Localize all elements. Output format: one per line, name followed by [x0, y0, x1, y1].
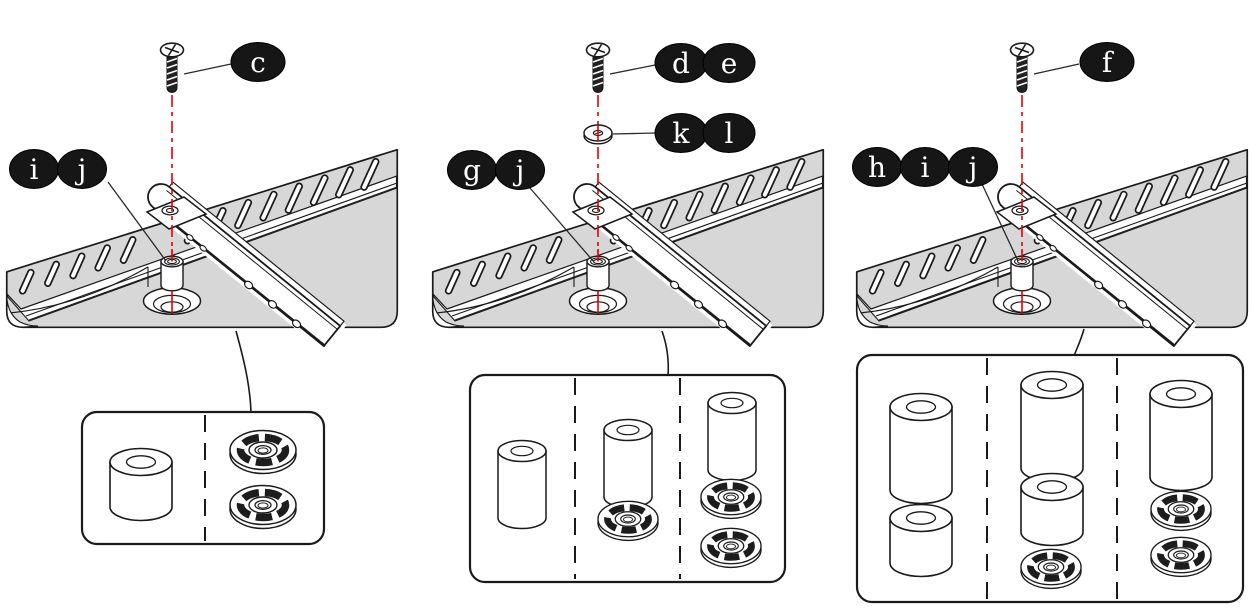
badge-letter: k: [673, 117, 691, 150]
finned-spacer: [701, 479, 761, 518]
inset-leader-line: [235, 330, 252, 413]
tall-wide-cylinder: [889, 392, 953, 505]
callout-badge-i2: i: [900, 147, 950, 187]
badge-letter: g: [463, 154, 481, 187]
callout-badge-d: d: [654, 43, 708, 83]
screw: [159, 42, 185, 94]
badge-letter: f: [1102, 46, 1115, 79]
panel-option-2: d e k l g j: [433, 42, 823, 584]
narrow-cylinder: [497, 439, 547, 530]
short-wide-cylinder: [109, 447, 173, 522]
finned-spacer: [230, 486, 296, 529]
inset-divider: [574, 378, 681, 579]
badge-letter: i: [921, 151, 930, 184]
badge-letter: i: [30, 153, 39, 186]
callout-badge-j2: j: [495, 150, 545, 190]
callout-badge-e: e: [702, 43, 756, 83]
spacer-leader-line: [981, 183, 1019, 262]
callout-badge-i: i: [9, 149, 59, 189]
screw: [585, 42, 611, 94]
tall-wide-cylinder: [1149, 379, 1213, 492]
finned-spacer: [1021, 549, 1081, 588]
short-wide-cylinder: [889, 503, 953, 578]
spacer-leader-line: [107, 181, 167, 262]
inset-box-2: [468, 373, 787, 584]
callout-badge-j: j: [57, 149, 107, 189]
panel-option-1: c i j: [7, 42, 397, 546]
finned-spacer: [701, 528, 761, 567]
badge-letter: j: [966, 151, 978, 184]
narrow-cylinder: [603, 418, 653, 509]
inset-box-3: [855, 353, 1245, 604]
callout-badge-l: l: [702, 113, 756, 153]
callout-badge-h: h: [852, 147, 902, 187]
screw: [1009, 42, 1035, 94]
callout-badge-j3: j: [948, 147, 998, 187]
finned-spacer: [598, 501, 658, 540]
callout-badge-f: f: [1079, 42, 1135, 82]
narrow-cylinder: [707, 391, 757, 482]
badge-letter: h: [868, 151, 886, 184]
short-wide-cylinder: [1020, 472, 1084, 547]
washer-leader-line: [611, 132, 656, 135]
tall-wide-cylinder: [1020, 370, 1084, 483]
callout-badge-k: k: [654, 113, 708, 153]
inset-divider: [986, 358, 1118, 599]
badge-letter: j: [513, 154, 525, 187]
finned-spacer: [230, 431, 296, 474]
badge-letter: c: [250, 46, 266, 79]
inset-box-1: [80, 410, 326, 546]
badge-letter: l: [725, 117, 734, 150]
panel-option-3: f h i j: [852, 42, 1248, 604]
badge-letter: d: [672, 47, 690, 80]
screw-leader-line: [183, 63, 232, 75]
badge-letter: e: [721, 47, 738, 80]
finned-spacer: [1151, 491, 1211, 530]
callout-badge-c: c: [230, 42, 286, 82]
inset-leader-line: [1073, 328, 1085, 357]
spacer-leader-line: [529, 187, 595, 263]
screw-leader-line: [609, 64, 656, 75]
screw-leader-line: [1033, 63, 1080, 75]
finned-spacer: [1151, 537, 1211, 576]
inset-leader-line: [661, 330, 670, 377]
callout-badge-g: g: [447, 150, 497, 190]
badge-letter: j: [75, 153, 87, 186]
